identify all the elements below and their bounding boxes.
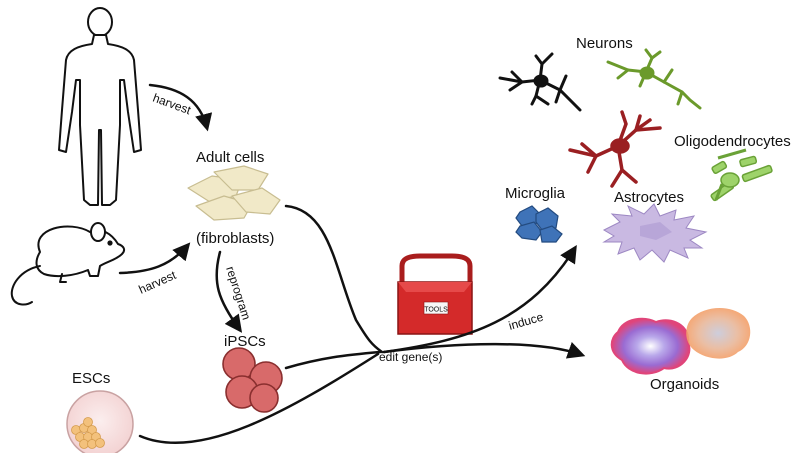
oligodendrocytes-label: Oligodendrocytes (674, 133, 791, 150)
oligodendrocyte-icon (710, 148, 773, 202)
organoid-orange-icon (686, 307, 751, 359)
astrocyte-icon (602, 203, 708, 263)
edit-genes-label: edit gene(s) (379, 350, 442, 364)
fibroblast-cells-icon (187, 165, 281, 221)
ipscs-label: iPSCs (224, 333, 266, 350)
fibroblasts-label: (fibroblasts) (196, 230, 274, 247)
harvest-human-label: harvest (151, 91, 193, 118)
adult-cells-label: Adult cells (196, 149, 264, 166)
microglia-icon (515, 205, 563, 243)
flow-lines (118, 83, 586, 445)
reprogram-arrow (215, 250, 243, 333)
fibroblast-flow-line (284, 204, 384, 354)
organoids-label: Organoids (650, 376, 719, 393)
harvest-human-arrow (148, 83, 213, 132)
ipsc-flow-line (284, 350, 382, 370)
toolbox-label: TOOLS (424, 307, 448, 314)
organoid-arrow (382, 342, 586, 359)
induce-arrow (382, 245, 577, 354)
ipsc-cluster-icon (222, 347, 283, 413)
human-silhouette-icon (58, 7, 142, 206)
astrocytes-label: Astrocytes (614, 189, 684, 206)
esc-dish-icon (66, 390, 134, 453)
escs-label: ESCs (72, 370, 110, 387)
toolbox-icon: TOOLS (397, 253, 473, 335)
microglia-label: Microglia (505, 185, 566, 202)
esc-flow-line (138, 352, 380, 445)
harvest-rat-label: harvest (137, 268, 179, 297)
organoid-pink-icon (610, 317, 691, 375)
neuron-black-icon (498, 52, 582, 112)
neuron-red-icon (568, 110, 662, 188)
neurons-label: Neurons (576, 35, 633, 52)
neuron-green-icon (606, 48, 702, 110)
rat-icon (10, 222, 126, 306)
harvest-rat-arrow (118, 242, 191, 275)
